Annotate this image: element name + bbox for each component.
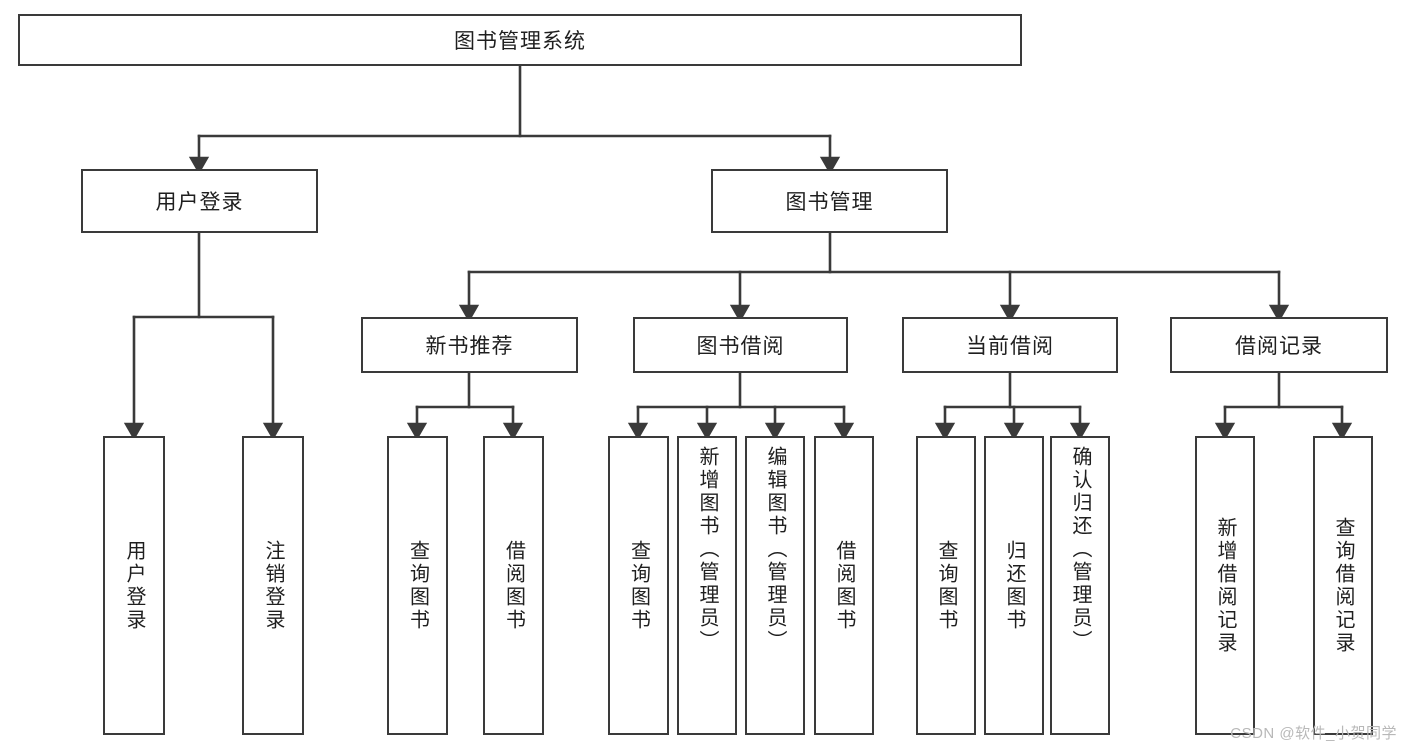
node-current-borrow[interactable]: 当前借阅 [902,317,1118,373]
node-leaf-return-book[interactable]: 归还图书 [984,436,1044,735]
node-leaf-edit-book[interactable]: 编辑图书（管理员） [745,436,805,735]
node-book-management-label: 图书管理 [785,191,874,214]
node-book-borrow[interactable]: 图书借阅 [633,317,848,373]
node-leaf-borrow-book-2[interactable]: 借阅图书 [814,436,874,735]
node-new-book-recommend[interactable]: 新书推荐 [361,317,578,373]
node-leaf-query-book-1[interactable]: 查询图书 [387,436,448,735]
node-leaf-query-book-3[interactable]: 查询图书 [916,436,976,735]
node-root-label: 图书管理系统 [454,30,586,53]
node-user-login-label: 用户登录 [155,191,244,214]
node-leaf-add-record[interactable]: 新增借阅记录 [1195,436,1255,735]
node-leaf-logout-label: 注销登录 [262,539,284,632]
node-current-borrow-label: 当前借阅 [966,335,1054,358]
node-leaf-borrow-book-1[interactable]: 借阅图书 [483,436,544,735]
node-leaf-edit-book-label: 编辑图书（管理员） [764,446,786,653]
node-leaf-add-record-label: 新增借阅记录 [1214,516,1236,655]
node-leaf-confirm-return-label: 确认归还（管理员） [1069,446,1091,653]
node-new-book-recommend-label: 新书推荐 [425,335,514,358]
node-leaf-borrow-book-1-label: 借阅图书 [502,539,525,632]
node-book-borrow-label: 图书借阅 [696,335,785,358]
node-leaf-add-book-label: 新增图书（管理员） [696,446,718,653]
node-leaf-query-book-1-label: 查询图书 [406,539,429,632]
node-leaf-query-book-2-label: 查询图书 [627,539,650,632]
node-leaf-logout[interactable]: 注销登录 [242,436,304,735]
node-leaf-user-login[interactable]: 用户登录 [103,436,165,735]
node-leaf-add-book[interactable]: 新增图书（管理员） [677,436,737,735]
node-leaf-query-record-label: 查询借阅记录 [1332,516,1354,655]
node-book-management[interactable]: 图书管理 [711,169,948,233]
node-leaf-return-book-label: 归还图书 [1003,539,1025,632]
node-leaf-query-record[interactable]: 查询借阅记录 [1313,436,1373,735]
node-leaf-confirm-return[interactable]: 确认归还（管理员） [1050,436,1110,735]
node-root[interactable]: 图书管理系统 [18,14,1022,66]
node-leaf-query-book-2[interactable]: 查询图书 [608,436,669,735]
node-leaf-borrow-book-2-label: 借阅图书 [833,539,855,632]
node-user-login[interactable]: 用户登录 [81,169,318,233]
node-leaf-user-login-label: 用户登录 [123,539,145,632]
node-borrow-record[interactable]: 借阅记录 [1170,317,1388,373]
node-borrow-record-label: 借阅记录 [1235,335,1323,358]
node-leaf-query-book-3-label: 查询图书 [935,539,957,632]
